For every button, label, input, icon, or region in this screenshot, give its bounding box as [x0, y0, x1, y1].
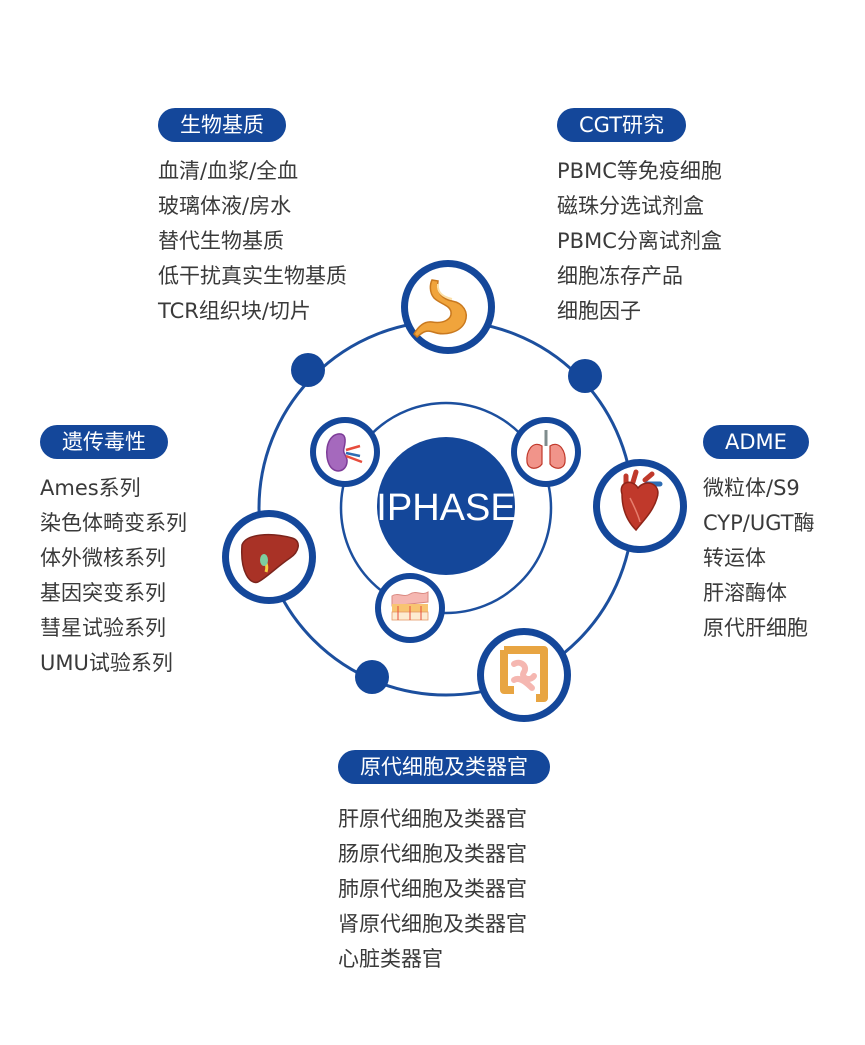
list-item: 原代肝细胞 [703, 616, 808, 640]
center-label: IPHASE [376, 487, 515, 529]
ring-dot [355, 660, 389, 694]
heart-icon [620, 469, 663, 532]
cgt-list: PBMC等免疫细胞 磁珠分选试剂盒 PBMC分离试剂盒 细胞冻存产品 细胞因子 [557, 154, 722, 329]
primary-cells-group: 原代细胞及类器官 肝原代细胞及类器官 肠原代细胞及类器官 肺原代细胞及类器官 肾… [338, 750, 550, 977]
kidney-icon [325, 433, 363, 472]
ring-dot [291, 353, 325, 387]
liver-node [222, 510, 316, 604]
list-item: TCR组织块/切片 [158, 299, 311, 323]
center-circle [377, 437, 515, 575]
lungs-icon [526, 430, 566, 469]
ring-dot [568, 359, 602, 393]
primary-cells-list: 肝原代细胞及类器官 肠原代细胞及类器官 肺原代细胞及类器官 肾原代细胞及类器官 … [338, 802, 550, 977]
list-item: 磁珠分选试剂盒 [557, 194, 704, 218]
list-item: 血清/血浆/全血 [158, 159, 299, 183]
list-item: 转运体 [703, 546, 766, 570]
list-item: 低干扰真实生物基质 [158, 264, 347, 288]
list-item: Ames系列 [40, 476, 141, 500]
cgt-group: CGT研究 PBMC等免疫细胞 磁珠分选试剂盒 PBMC分离试剂盒 细胞冻存产品… [557, 108, 722, 329]
inner-ring [339, 401, 553, 615]
list-item: 肾原代细胞及类器官 [338, 912, 527, 936]
list-item: 细胞因子 [557, 299, 641, 323]
lungs-node [511, 417, 581, 487]
list-item: 细胞冻存产品 [557, 264, 683, 288]
adme-group: ADME 微粒体/S9 CYP/UGT酶 转运体 肝溶酶体 原代肝细胞 [703, 425, 815, 646]
stomach-icon [413, 279, 467, 338]
cgt-title: CGT研究 [557, 108, 687, 142]
list-item: 替代生物基质 [158, 229, 284, 253]
adme-list: 微粒体/S9 CYP/UGT酶 转运体 肝溶酶体 原代肝细胞 [703, 471, 815, 646]
biomatrix-list: 血清/血浆/全血 玻璃体液/房水 替代生物基质 低干扰真实生物基质 TCR组织块… [158, 154, 347, 329]
list-item: 心脏类器官 [338, 947, 443, 971]
genotox-title: 遗传毒性 [40, 425, 168, 459]
list-item: PBMC等免疫细胞 [557, 159, 722, 183]
adme-title: ADME [703, 425, 809, 459]
heart-node [593, 459, 687, 553]
list-item: 肝溶酶体 [703, 581, 787, 605]
skin-icon [391, 591, 429, 621]
kidney-node [310, 417, 380, 487]
genotox-group: 遗传毒性 Ames系列 染色体畸变系列 体外微核系列 基因突变系列 彗星试验系列… [40, 425, 187, 681]
list-item: 肠原代细胞及类器官 [338, 842, 527, 866]
list-item: 彗星试验系列 [40, 616, 166, 640]
biomatrix-group: 生物基质 血清/血浆/全血 玻璃体液/房水 替代生物基质 低干扰真实生物基质 T… [158, 108, 347, 329]
list-item: 玻璃体液/房水 [158, 194, 292, 218]
list-item: UMU试验系列 [40, 651, 173, 675]
liver-icon [241, 533, 299, 584]
intestine-node [477, 628, 571, 722]
list-item: 肺原代细胞及类器官 [338, 877, 527, 901]
list-item: CYP/UGT酶 [703, 511, 815, 535]
list-item: 肝原代细胞及类器官 [338, 807, 527, 831]
intestine-icon [500, 646, 548, 702]
genotox-list: Ames系列 染色体畸变系列 体外微核系列 基因突变系列 彗星试验系列 UMU试… [40, 471, 187, 681]
list-item: 染色体畸变系列 [40, 511, 187, 535]
stomach-node [401, 260, 495, 354]
list-item: PBMC分离试剂盒 [557, 229, 722, 253]
list-item: 体外微核系列 [40, 546, 166, 570]
primary-cells-title: 原代细胞及类器官 [338, 750, 550, 784]
skin-node [375, 573, 445, 643]
list-item: 基因突变系列 [40, 581, 166, 605]
biomatrix-title: 生物基质 [158, 108, 286, 142]
list-item: 微粒体/S9 [703, 476, 800, 500]
